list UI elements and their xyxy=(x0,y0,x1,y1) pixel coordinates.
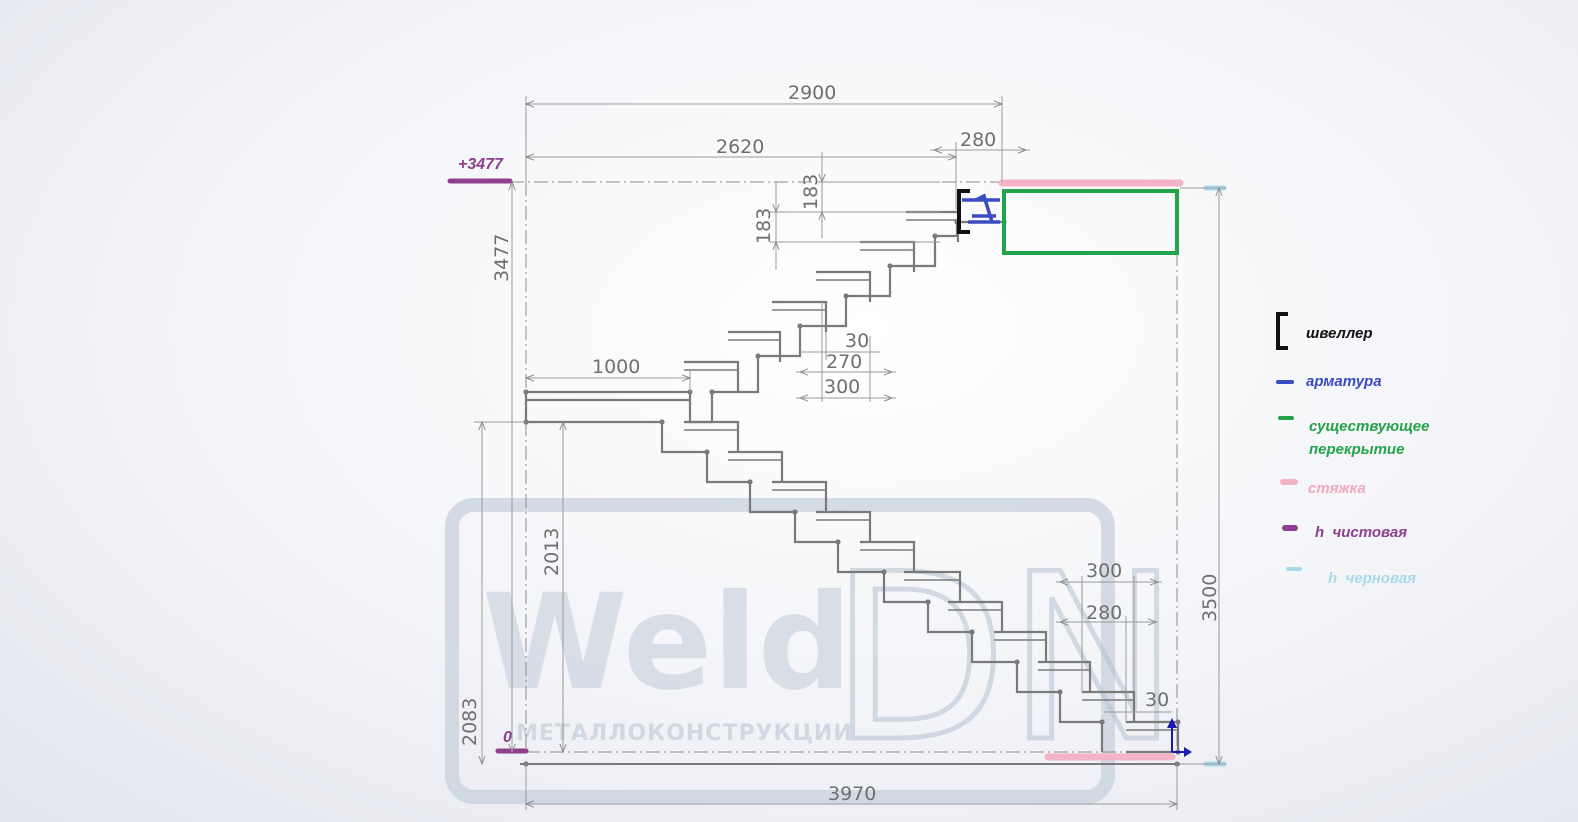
rebar-anchor xyxy=(962,193,1000,224)
upper-flight-treads xyxy=(684,210,960,392)
legend-rebar-label: арматура xyxy=(1306,373,1382,390)
legend-channel-label: швеллер xyxy=(1306,325,1373,342)
dim-280-top: 280 xyxy=(960,129,996,151)
upper-flight-tread-bottoms xyxy=(684,219,958,371)
legend-rough-level-swatch xyxy=(1286,567,1302,571)
dim-183-b: 183 xyxy=(800,174,822,210)
dimension-lines xyxy=(474,96,1226,810)
bottom-level-label: 0 xyxy=(503,729,512,746)
watermark-frame xyxy=(445,498,1115,804)
legend-slab-label-2: перекрытие xyxy=(1309,441,1405,458)
dim-3477: 3477 xyxy=(491,234,513,282)
legend-screed-label: стяжка xyxy=(1308,480,1366,497)
dimension-labels: 2900 2620 280 183 183 3477 1000 30 270 3… xyxy=(459,82,1221,805)
dim-300-upper: 300 xyxy=(824,376,860,398)
dim-2900: 2900 xyxy=(788,82,836,104)
dim-300-lower: 300 xyxy=(1086,560,1122,582)
upper-flight-outline xyxy=(688,220,1004,424)
origin-axes-icon xyxy=(1167,718,1192,757)
dim-270-upper: 270 xyxy=(826,351,862,373)
dim-3970: 3970 xyxy=(828,783,876,805)
legend-slab-label-1: существующее xyxy=(1309,418,1430,435)
dim-2013: 2013 xyxy=(541,528,563,576)
dim-3500: 3500 xyxy=(1199,574,1221,622)
dim-30-lower: 30 xyxy=(1145,689,1169,711)
dim-2083: 2083 xyxy=(459,698,481,746)
dim-30-upper: 30 xyxy=(845,330,869,352)
dim-280-lower: 280 xyxy=(1086,602,1122,624)
top-level-label: +3477 xyxy=(458,156,504,173)
dim-183-a: 183 xyxy=(753,208,775,244)
vertex-dots xyxy=(523,219,1181,767)
watermark: Weld DN МЕТАЛЛОКОНСТРУКЦИИ xyxy=(445,498,1182,804)
legend-slab-swatch xyxy=(1278,416,1294,420)
watermark-subtitle: МЕТАЛЛОКОНСТРУКЦИИ xyxy=(516,721,853,746)
existing-slab xyxy=(1002,189,1179,255)
legend: швеллер арматура существующее перекрытие… xyxy=(1270,306,1530,606)
dim-1000: 1000 xyxy=(592,356,640,378)
legend-rebar-swatch xyxy=(1276,380,1294,384)
legend-finish-level-label: h чистовая xyxy=(1315,524,1408,541)
channel-section xyxy=(957,189,970,234)
lower-flight-tread-bottoms xyxy=(684,429,1178,731)
legend-screed-swatch xyxy=(1280,479,1298,485)
dim-2620: 2620 xyxy=(716,136,764,158)
watermark-letters: DN xyxy=(830,526,1179,793)
legend-channel-icon xyxy=(1276,312,1288,350)
legend-finish-level-swatch xyxy=(1282,525,1298,531)
legend-rough-level-label: h черновая xyxy=(1328,570,1417,587)
watermark-word: Weld xyxy=(482,566,852,720)
